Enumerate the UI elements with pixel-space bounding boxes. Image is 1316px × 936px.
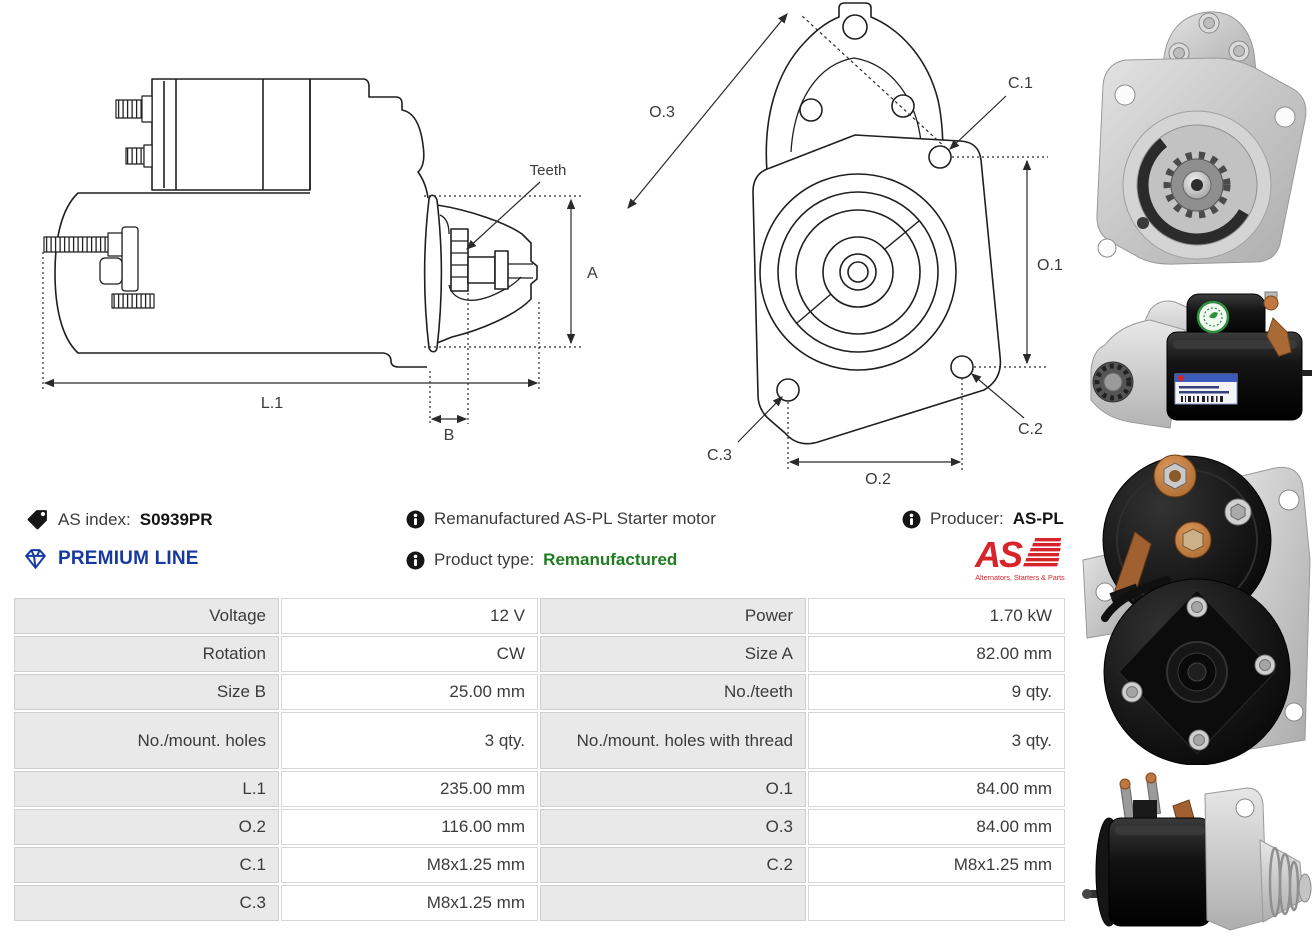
info-icon <box>902 510 921 528</box>
spec-value <box>808 885 1065 921</box>
spec-label: C.1 <box>14 847 279 883</box>
dim-o3-label: O.3 <box>649 104 675 121</box>
dim-o1-label: O.1 <box>1037 257 1063 274</box>
tag-icon <box>27 510 47 530</box>
spec-label: Voltage <box>14 598 279 634</box>
dim-a-label: A <box>587 265 598 282</box>
dim-b-label: B <box>444 427 455 444</box>
product-photo-side-2 <box>1082 772 1312 931</box>
product-type-label: Product type: <box>434 550 535 569</box>
logo-text: AS <box>974 534 1023 575</box>
spec-label: C.2 <box>540 847 806 883</box>
spec-value: 12 V <box>281 598 538 634</box>
product-type-row: Product type: Remanufactured <box>406 550 677 570</box>
product-photo-side <box>1090 291 1312 429</box>
as-index-label: AS index: <box>58 509 131 529</box>
producer-value: AS-PL <box>1012 509 1064 528</box>
spec-value: M8x1.25 mm <box>808 847 1065 883</box>
premium-line-label: PREMIUM LINE <box>58 548 199 569</box>
spec-value: 235.00 mm <box>281 771 538 807</box>
product-photo-rear <box>1082 454 1311 766</box>
spec-value: 82.00 mm <box>808 636 1065 672</box>
front-view-drawing: O.3 C.1 O.1 C.2 C.3 O.2 <box>627 2 1063 488</box>
as-pl-logo: AS Alternators, Starters & Parts <box>974 534 1065 582</box>
dim-l1-label: L.1 <box>261 395 283 412</box>
spec-value: M8x1.25 mm <box>281 847 538 883</box>
spec-label: C.3 <box>14 885 279 921</box>
spec-value: 9 qty. <box>808 674 1065 710</box>
spec-value: 84.00 mm <box>808 771 1065 807</box>
diamond-icon <box>25 549 46 569</box>
product-type-value: Remanufactured <box>543 550 678 569</box>
spec-label: L.1 <box>14 771 279 807</box>
description-row: Remanufactured AS-PL Starter motor <box>406 509 716 529</box>
producer-label: Producer: <box>930 509 1004 528</box>
product-photos <box>1075 0 1316 936</box>
info-icon <box>406 510 425 528</box>
spec-value: M8x1.25 mm <box>281 885 538 921</box>
spec-label: No./teeth <box>540 674 806 710</box>
spec-label <box>540 885 806 921</box>
spec-value: 25.00 mm <box>281 674 538 710</box>
as-index-row: AS index: S0939PR <box>26 508 213 531</box>
spec-label: O.3 <box>540 809 806 845</box>
spec-label: O.2 <box>14 809 279 845</box>
spec-label: O.1 <box>540 771 806 807</box>
premium-line-row: PREMIUM LINE <box>22 547 199 571</box>
dim-c2-label: C.2 <box>1018 421 1043 438</box>
teeth-label: Teeth <box>530 162 567 179</box>
dim-o2-label: O.2 <box>865 471 891 488</box>
spec-value: CW <box>281 636 538 672</box>
spec-label: Rotation <box>14 636 279 672</box>
description-text: Remanufactured AS-PL Starter motor <box>434 509 716 528</box>
spec-label: No./mount. holes <box>14 712 279 769</box>
info-icon <box>406 551 425 569</box>
logo-tagline: Alternators, Starters & Parts <box>975 573 1065 582</box>
dim-c3-label: C.3 <box>707 447 732 464</box>
spec-value: 3 qty. <box>281 712 538 769</box>
dim-c1-label: C.1 <box>1008 75 1033 92</box>
spec-label: Size A <box>540 636 806 672</box>
spec-value: 116.00 mm <box>281 809 538 845</box>
spec-table: Voltage 12 V Power 1.70 kW Rotation CW S… <box>14 598 1065 921</box>
spec-value: 3 qty. <box>808 712 1065 769</box>
spec-label: Power <box>540 598 806 634</box>
producer-row: Producer: AS-PL <box>902 509 1064 529</box>
spec-value: 1.70 kW <box>808 598 1065 634</box>
spec-label: Size B <box>14 674 279 710</box>
product-photo-front-flange <box>1096 11 1307 265</box>
side-view-drawing: Teeth A L.1 B <box>42 78 598 444</box>
spec-value: 84.00 mm <box>808 809 1065 845</box>
spec-label: No./mount. holes with thread <box>540 712 806 769</box>
as-index-value: S0939PR <box>139 509 213 529</box>
